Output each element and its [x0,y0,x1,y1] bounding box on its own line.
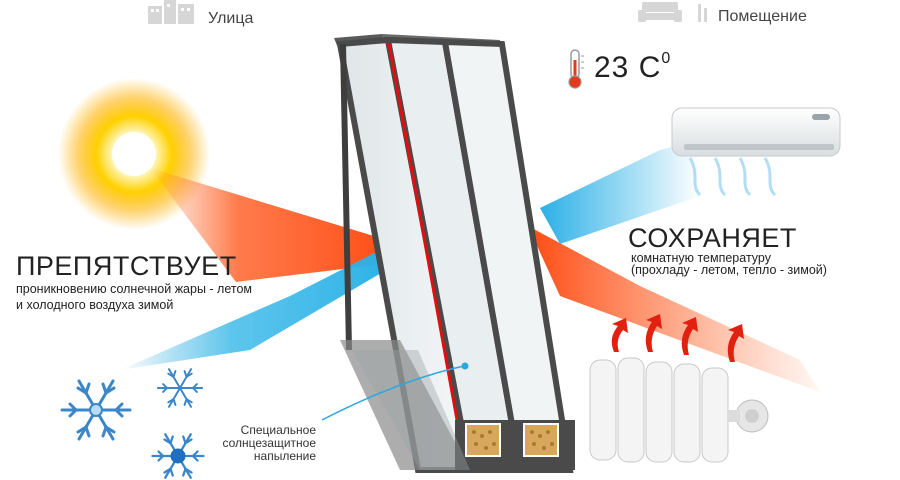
heat-ray-left [150,168,400,282]
temperature-readout: 23 C0 [594,50,671,85]
desiccant-spacer-2 [523,423,559,457]
snowflake-icon [60,368,205,479]
air-conditioner-icon [671,107,841,197]
cold-ray-right [540,140,700,244]
coating-line-2: солнцезащитное [222,436,316,450]
inside-label: Помещение [718,8,807,25]
blocks-heading: ПРЕПЯТСТВУЕТ [16,251,237,281]
radiator-icon [589,357,769,463]
thermometer-icon [568,49,584,89]
heat-arrow-icon [611,314,744,362]
temperature-unit: 0 [661,50,672,67]
keeps-line-1: комнатную температуру [631,251,771,265]
coating-line [387,43,467,465]
blocks-description: проникновению солнечной жары - летом и х… [16,281,252,313]
blocks-line-2: и холодного воздуха зимой [16,298,174,312]
cold-ray-left [120,240,400,370]
outside-label: Улица [208,10,254,27]
coating-line-1: Специальное [240,423,316,437]
coating-line-3: напыление [253,449,316,463]
blocks-line-1: проникновению солнечной жары - летом [16,282,253,296]
coating-pointer [321,365,465,421]
sofa-icon [638,2,707,22]
heat-ray-right [528,226,820,392]
triple-glazed-window [334,34,575,473]
keeps-heading: СОХРАНЯЕТ [628,223,797,253]
keeps-line-2: (прохладу - летом, тепло - зимой) [631,263,827,277]
desiccant-spacer-1 [465,423,501,457]
temperature-value: 23 C [594,51,662,84]
keeps-description: комнатную температуру (прохладу - летом,… [631,251,827,277]
coating-note: Специальное солнцезащитное напыление [196,424,316,463]
buildings-icon [148,0,194,24]
